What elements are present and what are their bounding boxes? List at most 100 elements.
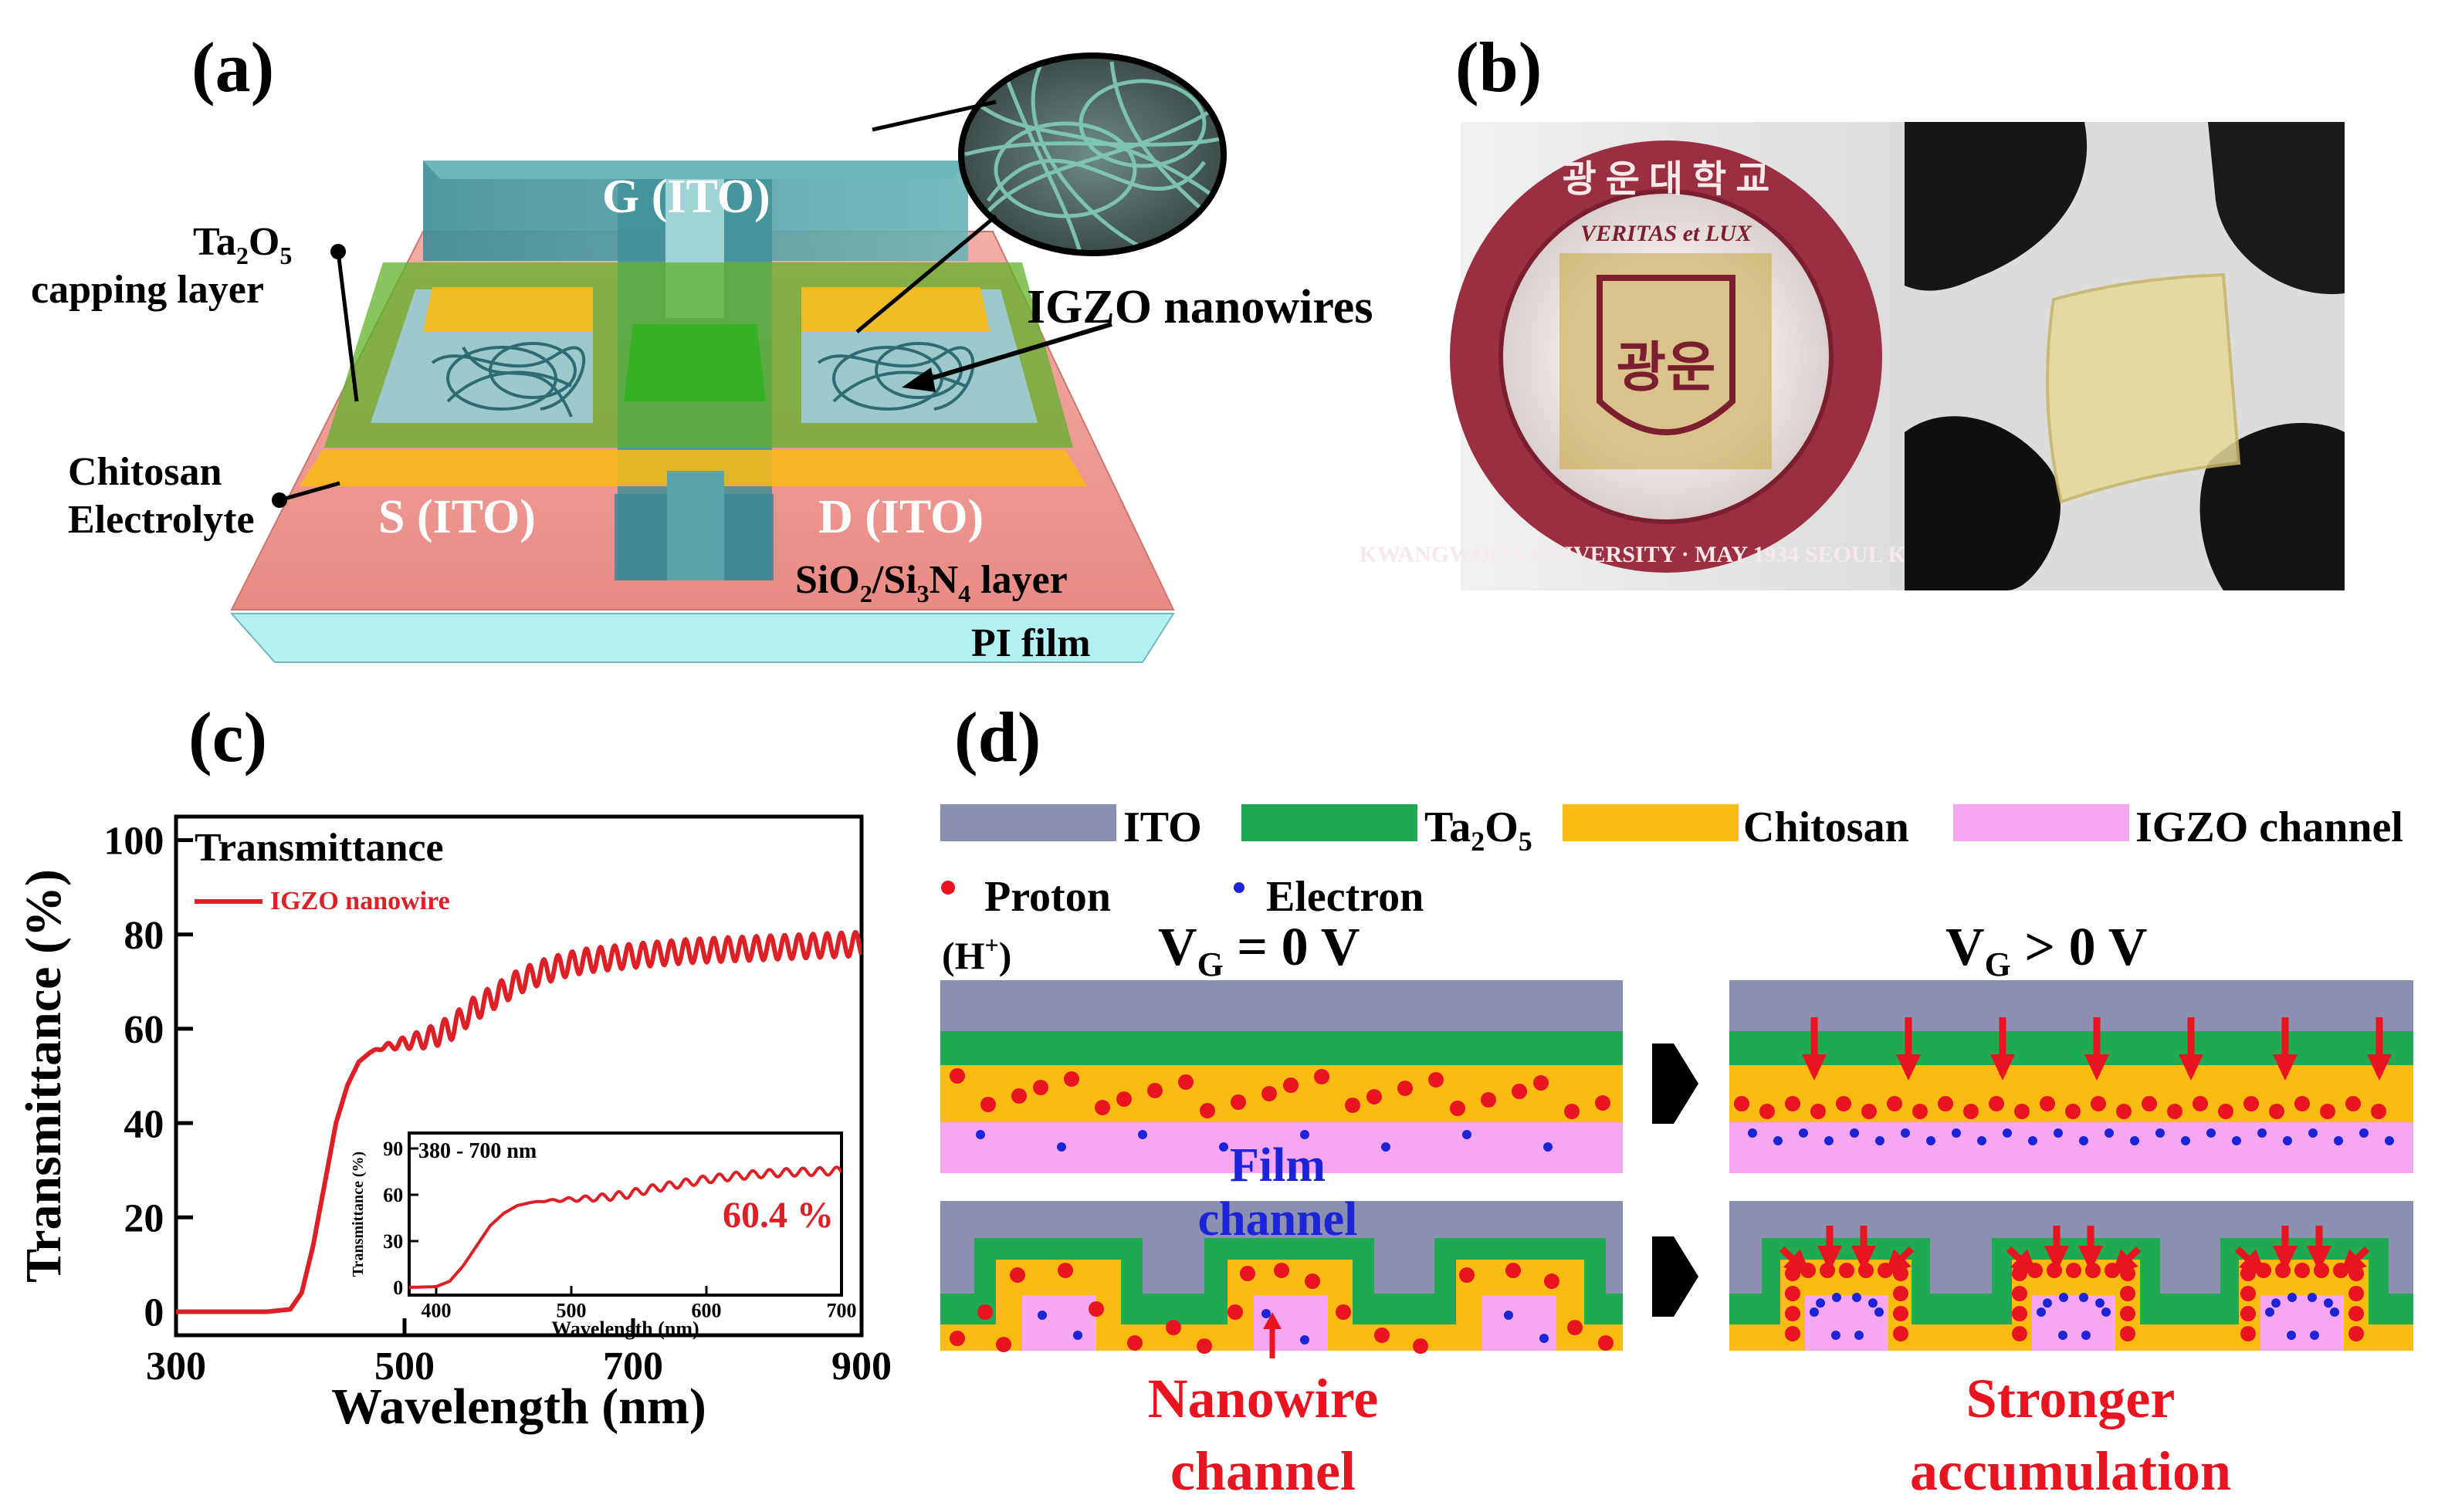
field-arrow-icon	[2084, 1017, 2109, 1081]
stronger-accumulation-label: Stronger	[1966, 1368, 2176, 1429]
field-arrow-head	[1783, 1249, 1811, 1277]
legend-electron-dot	[1234, 882, 1244, 893]
proton-dot	[1912, 1104, 1928, 1119]
inset-y-axis-label: Transmittance (%)	[350, 1152, 367, 1277]
capping-label: Ta2O5	[193, 220, 292, 269]
proton-dot	[2243, 1096, 2259, 1111]
proton-dot	[1450, 1101, 1465, 1116]
electron-dot	[2257, 1128, 2267, 1138]
zoom-connector-line	[872, 100, 997, 132]
gate-top-face	[423, 161, 968, 179]
electron-dot	[2101, 1307, 2111, 1317]
field-arrow-icon	[2044, 1226, 2069, 1272]
x-tick-label: 600	[692, 1300, 722, 1322]
electron-dot	[1816, 1298, 1826, 1308]
seal-center-text: 광운	[1617, 339, 1716, 398]
electron-dot	[1799, 1128, 1808, 1138]
y-tick-label: 60	[383, 1184, 403, 1206]
proton-dot	[1314, 1069, 1329, 1084]
proton-dot	[1010, 1267, 1025, 1283]
nanowire-channel-label: Nanowire	[1148, 1368, 1379, 1429]
field-arrows	[1779, 1017, 2392, 1277]
electron-dot	[2081, 1331, 2091, 1340]
nanowire-mesh-source	[431, 342, 586, 418]
legend-proton-dot	[941, 881, 955, 895]
proton-dot	[2348, 1326, 2364, 1341]
proton-dot	[1197, 1338, 1212, 1354]
proton-dot	[2294, 1096, 2310, 1111]
field-arrow-head	[2111, 1249, 2138, 1277]
proton-dot	[1887, 1096, 1902, 1111]
field-arrow-head	[1802, 1054, 1827, 1081]
proton-dot	[1785, 1286, 1800, 1301]
electrolyte-label-2: Electrolyte	[68, 498, 255, 542]
proton-dot	[1505, 1263, 1521, 1278]
field-arrow-head	[1884, 1249, 1912, 1277]
electron-dot	[2359, 1128, 2369, 1138]
chart-title: Transmittance	[195, 826, 444, 870]
electron-dot	[2058, 1331, 2067, 1340]
y-tick-label: 80	[124, 914, 164, 958]
proton-dot	[1893, 1286, 1908, 1301]
electron-dot	[1831, 1331, 1840, 1340]
proton-dot	[996, 1337, 1011, 1352]
x-tick-label: 700	[827, 1300, 857, 1322]
electron-dot	[1219, 1142, 1228, 1152]
field-arrow-icon	[2111, 1246, 2142, 1277]
proton-dot	[1893, 1306, 1908, 1321]
nanowire-channel-label-2: channel	[1170, 1440, 1356, 1502]
electron-dot	[1057, 1142, 1066, 1152]
proton-dot	[1564, 1104, 1580, 1119]
proton-dot	[1938, 1096, 1953, 1111]
field-arrow-head	[1817, 1246, 1842, 1272]
proton-dot	[2012, 1306, 2027, 1321]
y-tick-label: 20	[124, 1196, 164, 1240]
proton-dot	[1305, 1274, 1320, 1289]
field-arrow-head	[2179, 1054, 2203, 1081]
field-arrow-head	[1851, 1246, 1876, 1272]
vg-zero-label: VG = 0 V	[1158, 918, 1360, 983]
x-tick-label: 500	[374, 1345, 435, 1389]
electron-dot	[2283, 1136, 2292, 1145]
proton-dot	[1095, 1100, 1110, 1115]
legend-ito-label: ITO	[1123, 803, 1202, 851]
inset-series-line	[409, 1165, 841, 1289]
electron-dot	[2059, 1292, 2069, 1302]
source-label: S (ITO)	[378, 491, 536, 543]
proton-dot	[2040, 1096, 2055, 1111]
seal-motto: VERITAS et LUX	[1580, 221, 1752, 246]
film-channel-label: Film	[1230, 1139, 1326, 1192]
electron-dot	[2265, 1307, 2274, 1317]
x-tick-label: 400	[422, 1300, 452, 1322]
proton-dot	[1374, 1328, 1390, 1343]
proton-dot	[1893, 1326, 1908, 1341]
proton-dot	[1861, 1104, 1877, 1119]
field-arrow-icon	[1896, 1017, 1921, 1081]
proton-dot	[2193, 1096, 2208, 1111]
seal-shield-icon	[1597, 275, 1735, 435]
panel-label-d: (d)	[954, 698, 1041, 776]
proton-dot	[2091, 1096, 2106, 1111]
proton-dot	[1836, 1096, 1851, 1111]
inset-x-axis-label: Wavelength (nm)	[551, 1318, 699, 1340]
inset-annotation: 60.4 %	[723, 1195, 834, 1236]
electron-dot	[1824, 1136, 1834, 1145]
electron-dot	[2271, 1298, 2281, 1308]
field-arrow-head	[2078, 1246, 2103, 1272]
electron-dot	[2078, 1292, 2088, 1302]
proton-dot	[1839, 1263, 1854, 1278]
field-arrow-icon	[2006, 1246, 2038, 1277]
field-arrow-icon	[1990, 1017, 2015, 1081]
electron-dot	[1748, 1128, 1757, 1138]
field-arrow-icon	[1884, 1246, 1915, 1277]
electron-dot	[2155, 1128, 2165, 1138]
glove-top-right	[2208, 122, 2345, 295]
flexible-film-icon	[2046, 272, 2241, 504]
field-arrow-icon	[2307, 1226, 2331, 1272]
electron-dot	[2028, 1136, 2037, 1145]
electron-dot	[1462, 1130, 1471, 1139]
electron-dot	[2043, 1298, 2053, 1308]
nanowire-arrow-line	[918, 322, 1112, 384]
